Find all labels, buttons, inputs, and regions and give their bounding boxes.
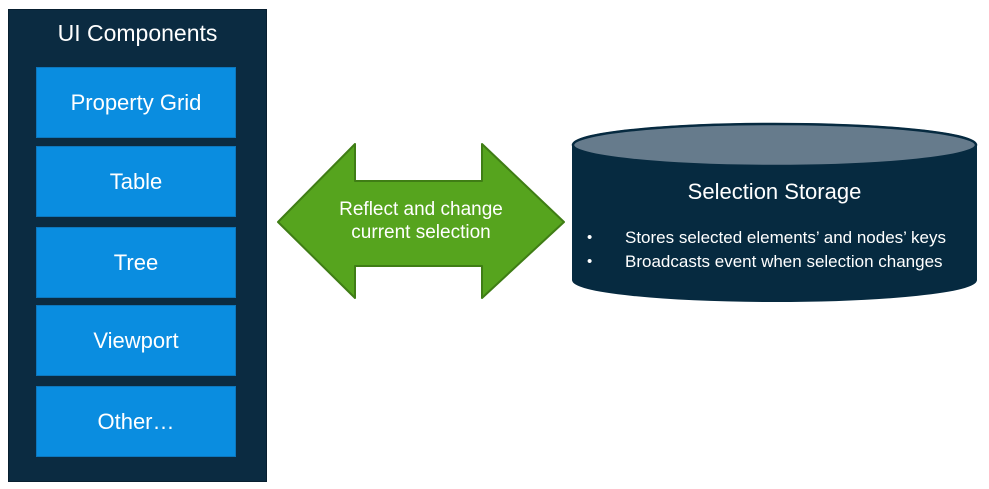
cylinder-content: Selection Storage Stores selected elemen… (571, 122, 978, 303)
storage-bullet-text: Broadcasts event when selection changes (625, 252, 943, 271)
cylinder-top-face (571, 122, 978, 168)
bidirectional-arrow-svg (277, 143, 565, 299)
component-box-table: Table (36, 146, 236, 217)
arrow-label: Reflect and change current selection (339, 199, 503, 243)
bidirectional-arrow-shape (277, 143, 565, 299)
storage-bullet-text: Stores selected elements’ and nodes’ key… (625, 228, 946, 247)
component-box-tree: Tree (36, 227, 236, 298)
storage-title: Selection Storage (687, 179, 862, 204)
storage-bullet-item: Stores selected elements’ and nodes’ key… (571, 226, 978, 250)
component-label: Viewport (93, 327, 179, 353)
component-label: Tree (113, 249, 159, 275)
component-label: Property Grid (70, 89, 202, 115)
arrow-label-container: Reflect and change current selection (277, 143, 565, 299)
component-label: Other… (97, 408, 175, 434)
storage-bullet-list: Stores selected elements’ and nodes’ key… (571, 226, 978, 274)
component-box-viewport: Viewport (36, 305, 236, 376)
selection-storage-cylinder: Selection Storage Stores selected elemen… (571, 122, 978, 303)
storage-bullet-item: Broadcasts event when selection changes (571, 250, 978, 274)
ui-components-panel: UI Components Property Grid Table Tree V… (8, 9, 267, 482)
panel-title: UI Components (57, 20, 218, 46)
component-box-property-grid: Property Grid (36, 67, 236, 138)
component-label: Table (109, 168, 163, 194)
component-box-other: Other… (36, 386, 236, 457)
arrow-polygon (277, 143, 565, 299)
